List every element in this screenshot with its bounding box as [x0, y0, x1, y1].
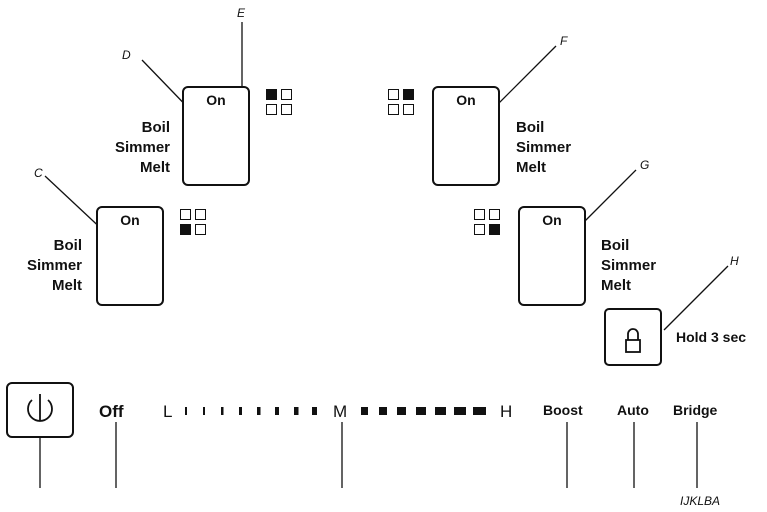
level-mid-label[interactable]: M [333, 402, 348, 421]
lock-icon [625, 328, 641, 353]
callout-d: D [122, 48, 131, 62]
zone-g-boil: Boil [601, 237, 630, 254]
callout-e: E [237, 6, 246, 20]
zone-indicator-cell [403, 104, 414, 115]
zone-g-melt: Melt [601, 277, 631, 294]
zone-c-melt: Melt [52, 277, 82, 294]
zone-g-indicator [474, 209, 502, 237]
auto-control[interactable]: Auto [617, 402, 649, 418]
callout-f: F [560, 34, 568, 48]
zone-indicator-cell [388, 104, 399, 115]
callout-h: H [730, 254, 739, 268]
off-control[interactable]: Off [99, 402, 124, 421]
zone-indicator-cell [180, 224, 191, 235]
level-high-label: H [500, 402, 513, 421]
zone-indicator-cell [489, 209, 500, 220]
zone-indicator-cell [489, 224, 500, 235]
power-button[interactable] [6, 382, 74, 438]
callout-g: G [640, 158, 650, 172]
zone-d-indicator [266, 89, 294, 117]
lock-hold-label: Hold 3 sec [676, 329, 747, 345]
callout-c: C [34, 166, 43, 180]
zone-g-on-label: On [542, 212, 562, 228]
zone-d-on-button[interactable]: On [182, 86, 250, 186]
zone-indicator-cell [281, 104, 292, 115]
zone-f-indicator [388, 89, 416, 117]
figure-code: IJKLBA [680, 494, 721, 508]
zone-indicator-cell [180, 209, 191, 220]
zone-indicator-cell [195, 209, 206, 220]
zone-indicator-cell [403, 89, 414, 100]
zone-f-melt: Melt [516, 159, 546, 176]
zone-indicator-cell [266, 104, 277, 115]
zone-g-on-button[interactable]: On [518, 206, 586, 306]
zone-f-simmer: Simmer [516, 139, 572, 156]
zone-g-labels: Boil Simmer Melt [601, 236, 681, 296]
level-scale-low [185, 407, 317, 415]
level-scale-high [361, 407, 486, 415]
zone-f-labels: Boil Simmer Melt [516, 118, 596, 178]
zone-f-on-label: On [456, 92, 476, 108]
zone-indicator-cell [281, 89, 292, 100]
zone-f-on-button[interactable]: On [432, 86, 500, 186]
zone-g-simmer: Simmer [601, 257, 657, 274]
zone-indicator-cell [266, 89, 277, 100]
zone-c-simmer: Simmer [26, 257, 82, 274]
level-low-label: L [163, 402, 173, 421]
power-icon [27, 394, 53, 422]
zone-c-on-label: On [120, 212, 140, 228]
lock-button[interactable] [604, 308, 662, 366]
zone-c-boil: Boil [53, 237, 82, 254]
zone-c-indicator [180, 209, 208, 237]
zone-d-on-label: On [206, 92, 226, 108]
zone-f-boil: Boil [516, 119, 545, 136]
zone-d-melt: Melt [140, 159, 170, 176]
zone-d-boil: Boil [141, 119, 170, 136]
zone-indicator-cell [474, 209, 485, 220]
zone-d-labels: Boil Simmer Melt [100, 118, 170, 178]
zone-indicator-cell [195, 224, 206, 235]
zone-indicator-cell [388, 89, 399, 100]
bridge-control[interactable]: Bridge [673, 402, 718, 418]
zone-c-on-button[interactable]: On [96, 206, 164, 306]
leader-line-h [663, 265, 729, 331]
leader-line-f [491, 45, 557, 111]
zone-d-simmer: Simmer [114, 139, 170, 156]
zone-indicator-cell [474, 224, 485, 235]
zone-c-labels: Boil Simmer Melt [6, 236, 82, 296]
boost-control[interactable]: Boost [543, 402, 583, 418]
